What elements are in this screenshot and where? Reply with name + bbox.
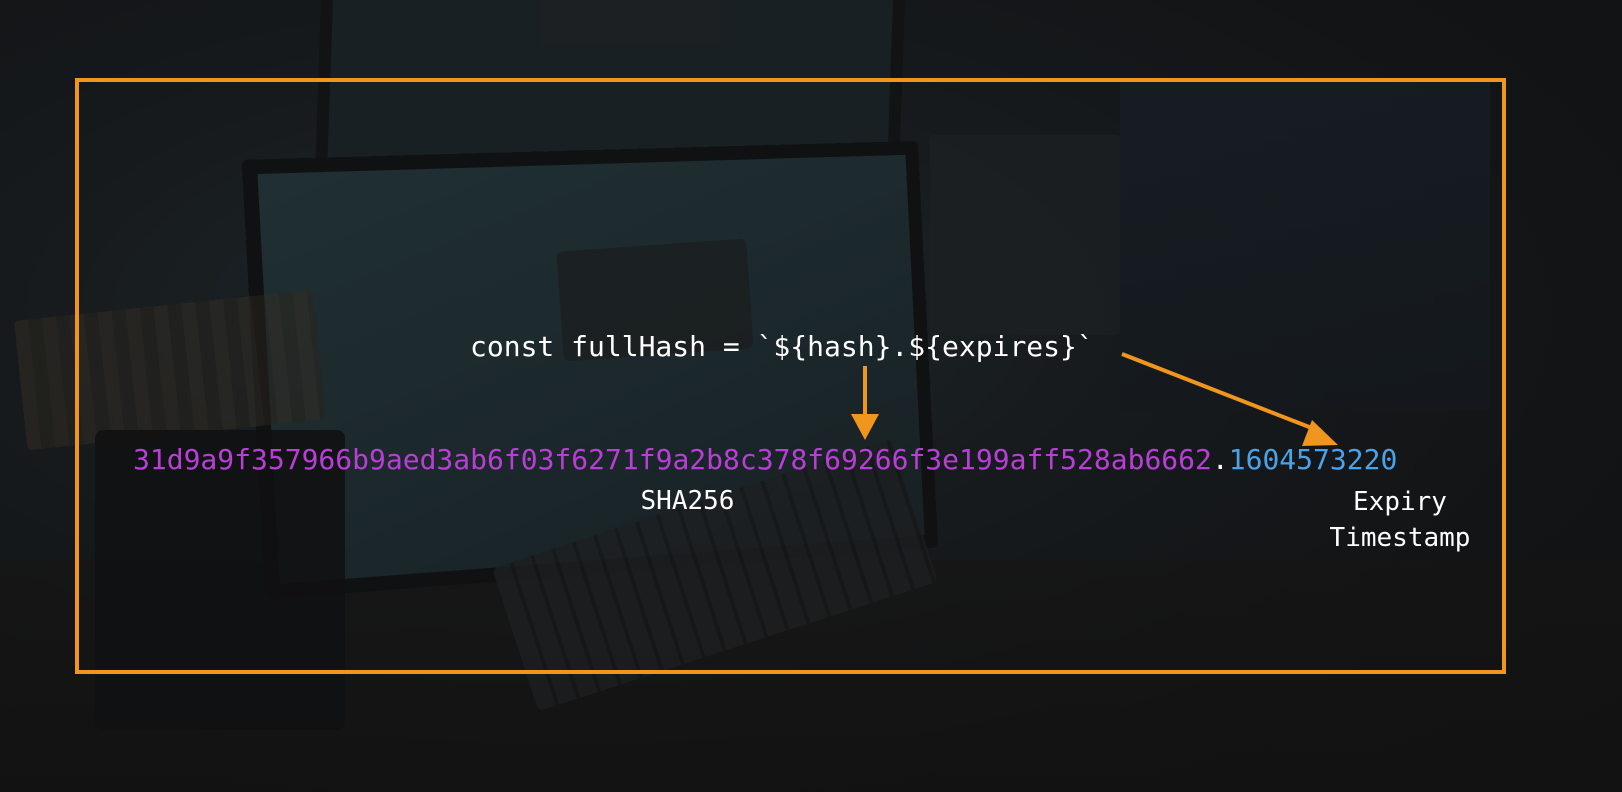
expiry-timestamp-value: 1604573220 bbox=[1229, 443, 1398, 476]
code-line: const fullHash = `${hash}.${expires}` bbox=[470, 330, 1094, 363]
sha256-hash-value: 31d9a9f357966b9aed3ab6f03f6271f9a2b8c378… bbox=[133, 443, 1212, 476]
expiry-timestamp-label: Expiry Timestamp bbox=[1300, 484, 1500, 556]
full-hash-value: 31d9a9f357966b9aed3ab6f03f6271f9a2b8c378… bbox=[133, 443, 1397, 476]
hash-separator: . bbox=[1212, 443, 1229, 476]
expiry-label-line2: Timestamp bbox=[1300, 520, 1500, 556]
sha256-label: SHA256 bbox=[600, 483, 775, 519]
expiry-label-line1: Expiry bbox=[1300, 484, 1500, 520]
highlight-frame bbox=[75, 78, 1506, 674]
